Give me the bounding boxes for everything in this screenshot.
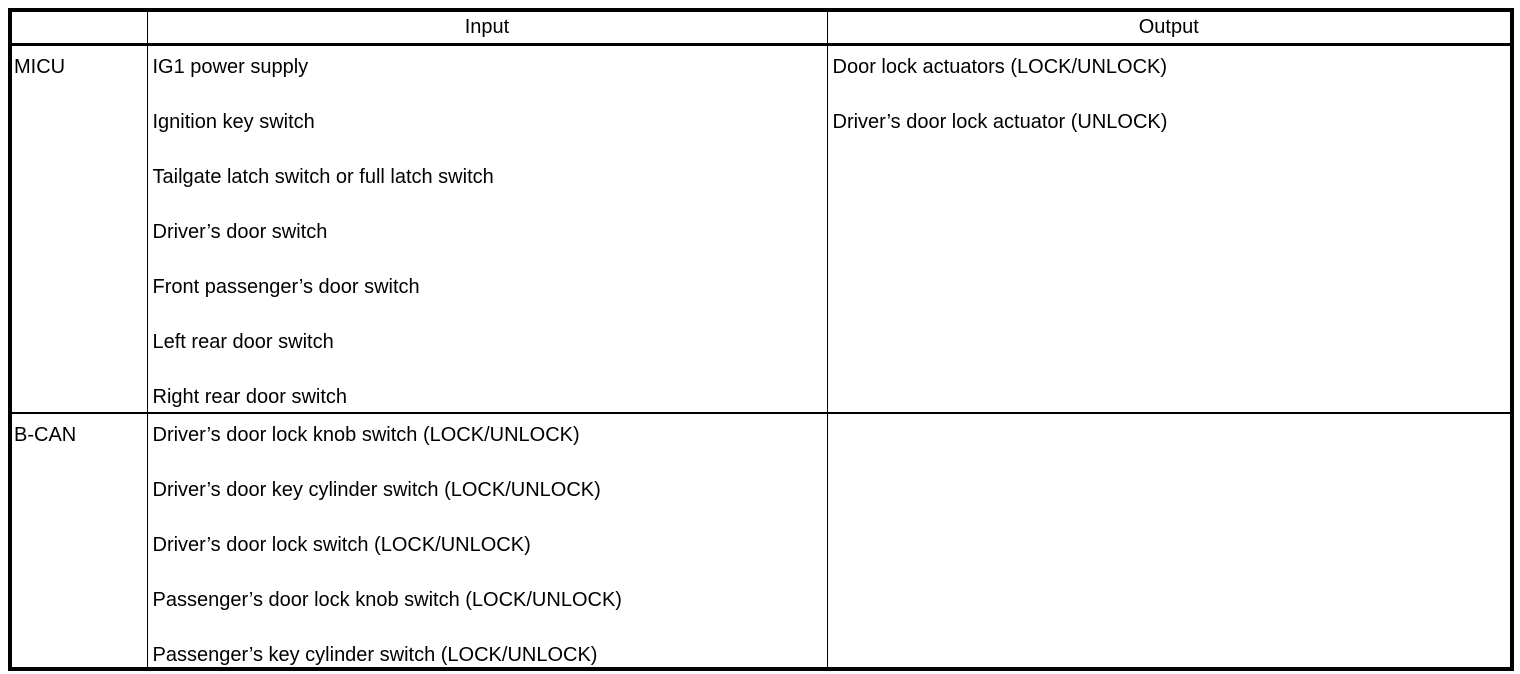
input-item: Ignition key switch [152,111,315,133]
input-item: Driver’s door lock switch (LOCK/UNLOCK) [152,533,531,556]
table-row-bcan: B-CAN Driver’s door lock knob switch (LO… [9,412,1513,669]
table-header-row: Input Output [9,9,1513,46]
output-item: Driver’s door lock actuator (UNLOCK) [832,111,1168,133]
source-label: B-CAN [14,423,77,446]
input-item: Left rear door switch [152,331,334,353]
source-label: MICU [14,56,66,78]
input-item: Tailgate latch switch or full latch swit… [152,166,494,188]
bcan-input-cell: Driver’s door lock knob switch (LOCK/UNL… [146,412,828,669]
micu-output-cell: Door lock actuators (LOCK/UNLOCK) Driver… [826,44,1513,414]
input-item: Driver’s door key cylinder switch (LOCK/… [152,478,601,501]
input-item: IG1 power supply [152,56,309,78]
input-item: Front passenger’s door switch [152,276,420,298]
bcan-source-cell: B-CAN [9,412,148,669]
table-row-micu: MICU IG1 power supply Ignition key switc… [9,44,1513,414]
input-output-table: Input Output MICU IG1 power supply Ignit… [8,8,1514,671]
input-item: Passenger’s door lock knob switch (LOCK/… [152,588,622,611]
output-item: Door lock actuators (LOCK/UNLOCK) [832,56,1168,78]
header-cell-output: Output [826,9,1513,46]
header-cell-input: Input [146,9,828,46]
header-cell-source [9,9,148,46]
input-item: Passenger’s key cylinder switch (LOCK/UN… [152,643,598,666]
micu-input-cell: IG1 power supply Ignition key switch Tai… [146,44,828,414]
input-item: Driver’s door lock knob switch (LOCK/UNL… [152,423,580,446]
micu-source-cell: MICU [9,44,148,414]
bcan-output-cell [826,412,1513,669]
input-item: Right rear door switch [152,386,348,408]
input-item: Driver’s door switch [152,221,328,243]
